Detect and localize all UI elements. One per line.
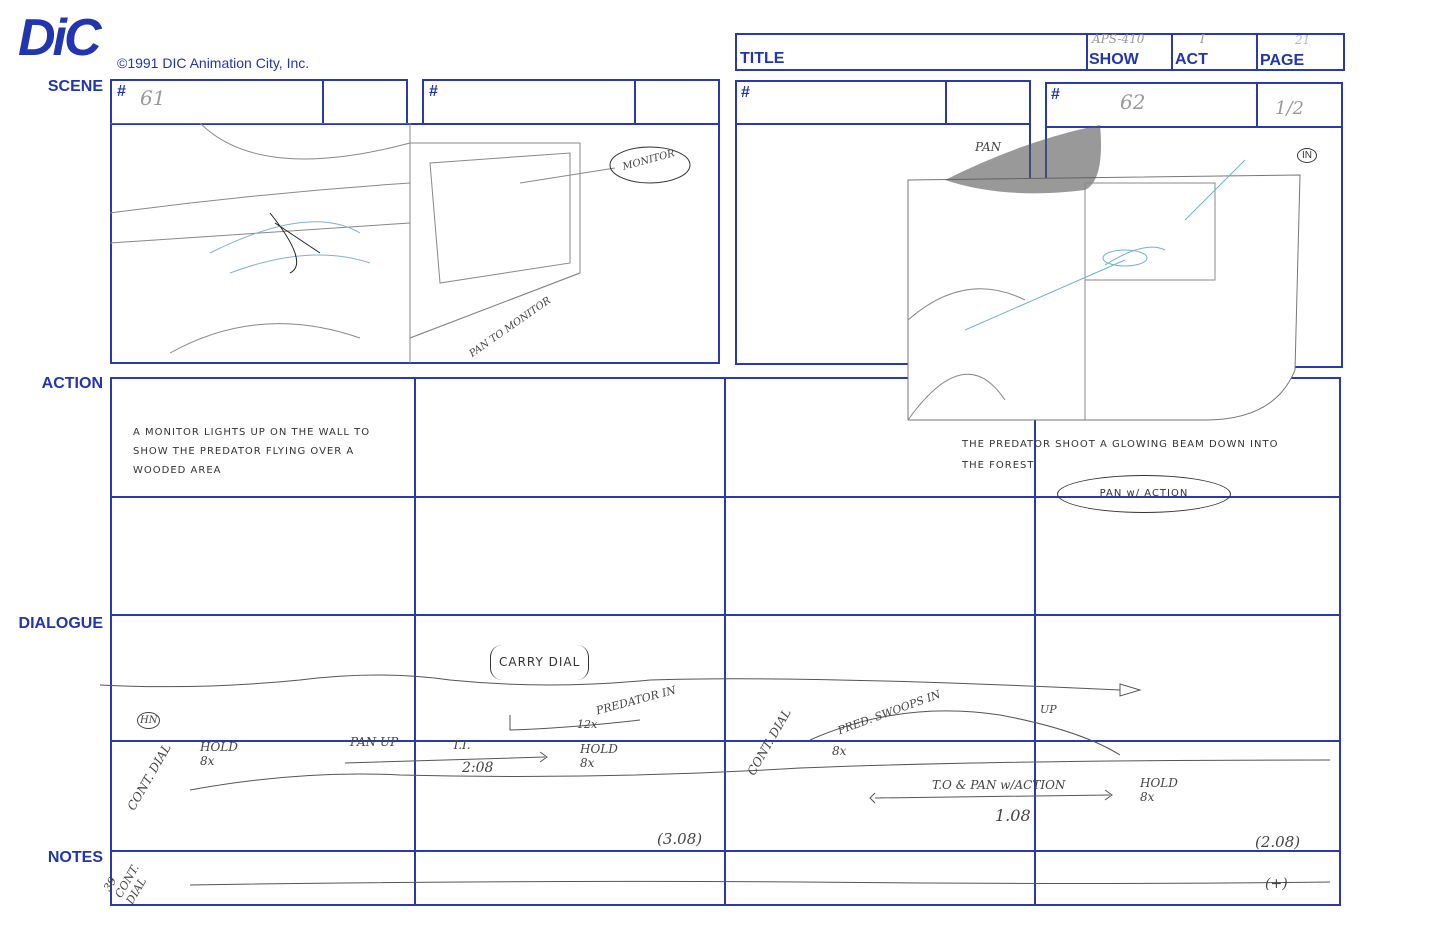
hold-8x: HOLD 8x [200, 740, 238, 768]
action-label: ACTION [41, 375, 103, 392]
pan-with-action-note: PAN w/ ACTION [1057, 475, 1231, 513]
twelve-x-note: 12x [577, 718, 598, 731]
notes-label: NOTES [47, 849, 103, 866]
dic-logo: DiC [18, 9, 102, 67]
show-value: APS-410 [1092, 32, 1145, 46]
title-box [735, 33, 1345, 71]
panel-4-scene: 62 [1120, 90, 1146, 114]
panel-1-2-frame [110, 123, 720, 364]
copyright: ©1991 DIC Animation City, Inc. [117, 55, 310, 71]
panel-2-hash: # [429, 83, 438, 100]
pan-note: PAN [975, 140, 1002, 154]
hold-8x-2: HOLD 8x [580, 742, 618, 770]
total-2-08: (2.08) [1255, 833, 1301, 851]
scene-label: SCENE [47, 78, 103, 95]
show-label: SHOW [1089, 51, 1139, 68]
in-note: IN [1297, 148, 1317, 163]
up-note: UP [1040, 703, 1057, 716]
total-3-08: (3.08) [657, 830, 703, 848]
dialogue-label: DIALOGUE [18, 615, 103, 632]
act-value: I [1200, 32, 1205, 46]
title-label: TITLE [740, 50, 785, 67]
panel-1-hash: # [117, 83, 126, 100]
carry-dial-note: CARRY DIAL [490, 645, 590, 680]
action-text-panel-1: A MONITOR LIGHTS UP ON THE WALL TO SHOW … [133, 427, 371, 476]
pan-up: PAN UP [350, 735, 399, 749]
hn-note: HN [137, 712, 161, 729]
action-text-panel-4: THE PREDATOR SHOOT A GLOWING BEAM DOWN I… [962, 439, 1279, 471]
time-1-08: 1.08 [995, 806, 1031, 825]
act-label: ACT [1175, 51, 1208, 68]
dialogue-carry-line [100, 674, 1331, 886]
hold-8x-3: HOLD 8x [1140, 776, 1178, 804]
panel-2-header [422, 79, 720, 125]
panel-3-hash: # [741, 84, 750, 101]
to-pan-action: T.O & PAN w/ACTION [932, 778, 1066, 792]
panel-4-hash: # [1051, 86, 1060, 103]
sketch-forest-beam [907, 125, 1301, 421]
panel-1-scene: 61 [140, 86, 166, 110]
page-label: PAGE [1260, 52, 1305, 69]
eight-x-note: 8x [832, 744, 847, 758]
sketch-monitor-scene [110, 123, 691, 363]
panel-4-extra: 1/2 [1275, 98, 1304, 119]
page-value: 21 [1295, 33, 1311, 47]
notes-mark: (+) [1265, 876, 1288, 892]
ti-note: T.I. [452, 738, 471, 752]
time-2-08: 2:08 [462, 760, 494, 776]
